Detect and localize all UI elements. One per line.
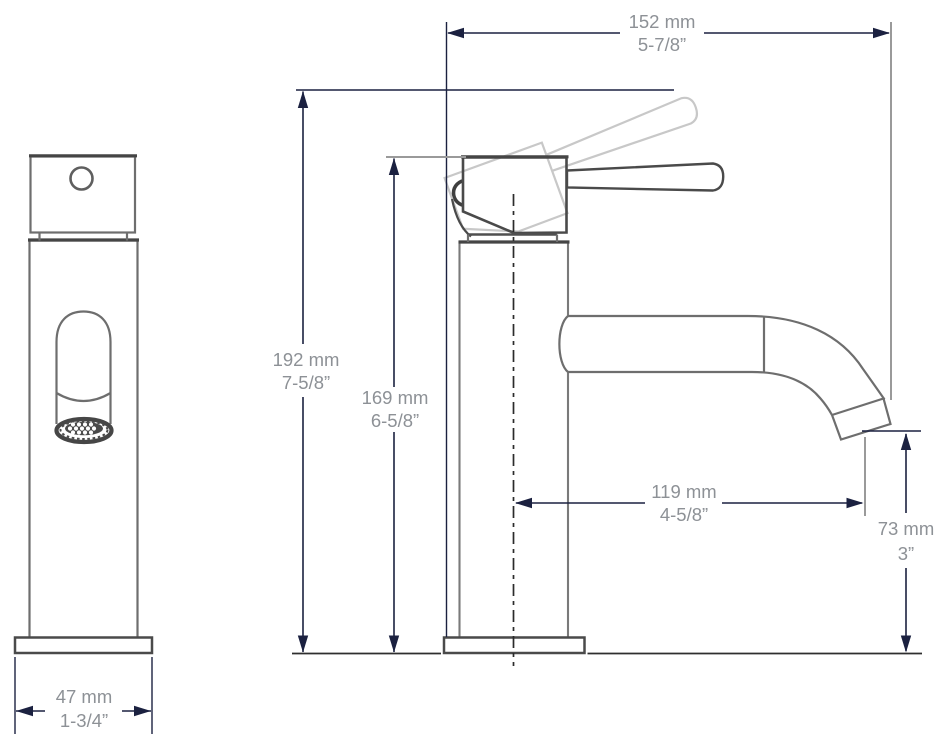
dim-body-height-mm: 169 mm bbox=[362, 387, 429, 408]
dim-total-height: 192 mm 7-5/8” bbox=[273, 89, 674, 653]
handle-ghost-position bbox=[443, 96, 699, 233]
front-base bbox=[13, 636, 154, 655]
handle-lever bbox=[565, 162, 725, 192]
front-aerator bbox=[54, 416, 114, 445]
front-head-button bbox=[69, 166, 94, 191]
side-head-fill bbox=[463, 157, 567, 233]
dim-total-height-inch: 7-5/8” bbox=[282, 372, 330, 393]
front-spout-seam bbox=[55, 392, 112, 403]
side-spout bbox=[558, 314, 892, 441]
dim-spout-reach: 119 mm 4-5/8” bbox=[515, 437, 866, 525]
dim-base-width-mm: 47 mm bbox=[56, 686, 113, 707]
dim-total-height-mm: 192 mm bbox=[273, 349, 340, 370]
dim-total-reach: 152 mm 5-7/8” bbox=[445, 11, 892, 637]
side-view bbox=[442, 96, 892, 666]
aerator-honeycomb bbox=[67, 422, 97, 435]
dim-base-width: 47 mm 1-3/4” bbox=[14, 657, 153, 734]
front-spout-arch bbox=[55, 310, 112, 424]
dim-spout-clearance-mm: 73 mm bbox=[878, 518, 935, 539]
dim-spout-clearance: 73 mm 3” bbox=[862, 430, 935, 653]
dim-total-reach-mm: 152 mm bbox=[629, 11, 696, 32]
dim-spout-reach-inch: 4-5/8” bbox=[660, 504, 708, 525]
dim-base-width-inch: 1-3/4” bbox=[60, 710, 108, 731]
front-view bbox=[13, 154, 154, 655]
dim-body-height: 169 mm 6-5/8” bbox=[362, 156, 466, 653]
dim-spout-reach-mm: 119 mm bbox=[651, 481, 716, 502]
dim-spout-clearance-inch: 3” bbox=[898, 543, 914, 564]
dim-body-height-inch: 6-5/8” bbox=[371, 410, 419, 431]
dim-total-reach-inch: 5-7/8” bbox=[638, 34, 686, 55]
spout-outlet bbox=[830, 397, 892, 441]
